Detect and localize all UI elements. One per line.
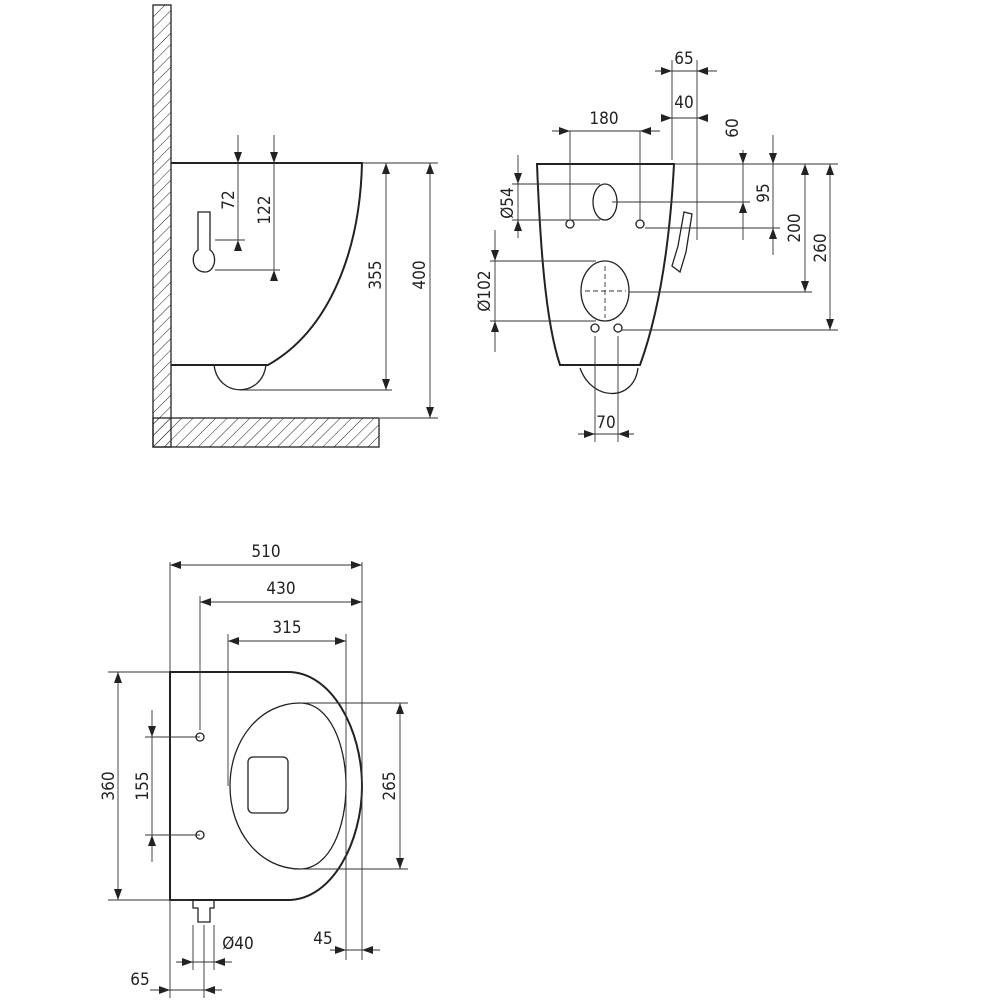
side-view: 72 122 355 400 xyxy=(152,4,438,448)
rear-bracket xyxy=(671,211,693,274)
inlet-pipe xyxy=(192,211,216,273)
dim-260: 260 xyxy=(811,233,831,262)
dim-70: 70 xyxy=(596,413,615,433)
dim-dia40: Ø40 xyxy=(222,934,254,954)
dim-65-top: 65 xyxy=(674,49,693,69)
hole-102 xyxy=(580,260,630,322)
dim-72: 72 xyxy=(219,190,239,209)
seat-opening xyxy=(247,756,289,814)
dim-400: 400 xyxy=(410,260,430,289)
dim-180: 180 xyxy=(589,109,618,129)
dim-355: 355 xyxy=(366,260,386,289)
fix-hole-left xyxy=(565,219,575,229)
top-outline xyxy=(169,671,364,901)
floor-hatch xyxy=(152,417,380,448)
dim-510: 510 xyxy=(251,542,280,562)
inlet-fitting xyxy=(192,900,215,923)
fix-hole-right xyxy=(635,219,645,229)
dim-122: 122 xyxy=(255,195,275,224)
dim-95: 95 xyxy=(754,183,774,202)
rear-outline xyxy=(535,163,676,366)
trap-outline xyxy=(213,364,267,391)
dim-360: 360 xyxy=(99,771,119,800)
dim-dia54: Ø54 xyxy=(498,187,518,219)
dim-65-bottom: 65 xyxy=(130,970,149,990)
dim-45: 45 xyxy=(313,929,332,949)
dim-60: 60 xyxy=(723,118,743,137)
dim-200: 200 xyxy=(785,213,805,242)
rear-trap xyxy=(579,367,639,394)
dim-40: 40 xyxy=(674,93,693,113)
dim-155: 155 xyxy=(133,771,153,800)
dim-265: 265 xyxy=(380,771,400,800)
rear-view: 65 40 180 Ø54 Ø102 xyxy=(475,49,838,442)
bottom-hole-right xyxy=(613,323,623,333)
dim-dia102: Ø102 xyxy=(475,270,495,311)
dim-430: 430 xyxy=(266,579,295,599)
bowl-outline xyxy=(171,162,364,366)
bottom-hole-left xyxy=(590,323,600,333)
dim-315: 315 xyxy=(272,618,301,638)
wall-hatch xyxy=(152,4,172,448)
top-view: 510 430 315 360 155 265 xyxy=(99,542,408,998)
